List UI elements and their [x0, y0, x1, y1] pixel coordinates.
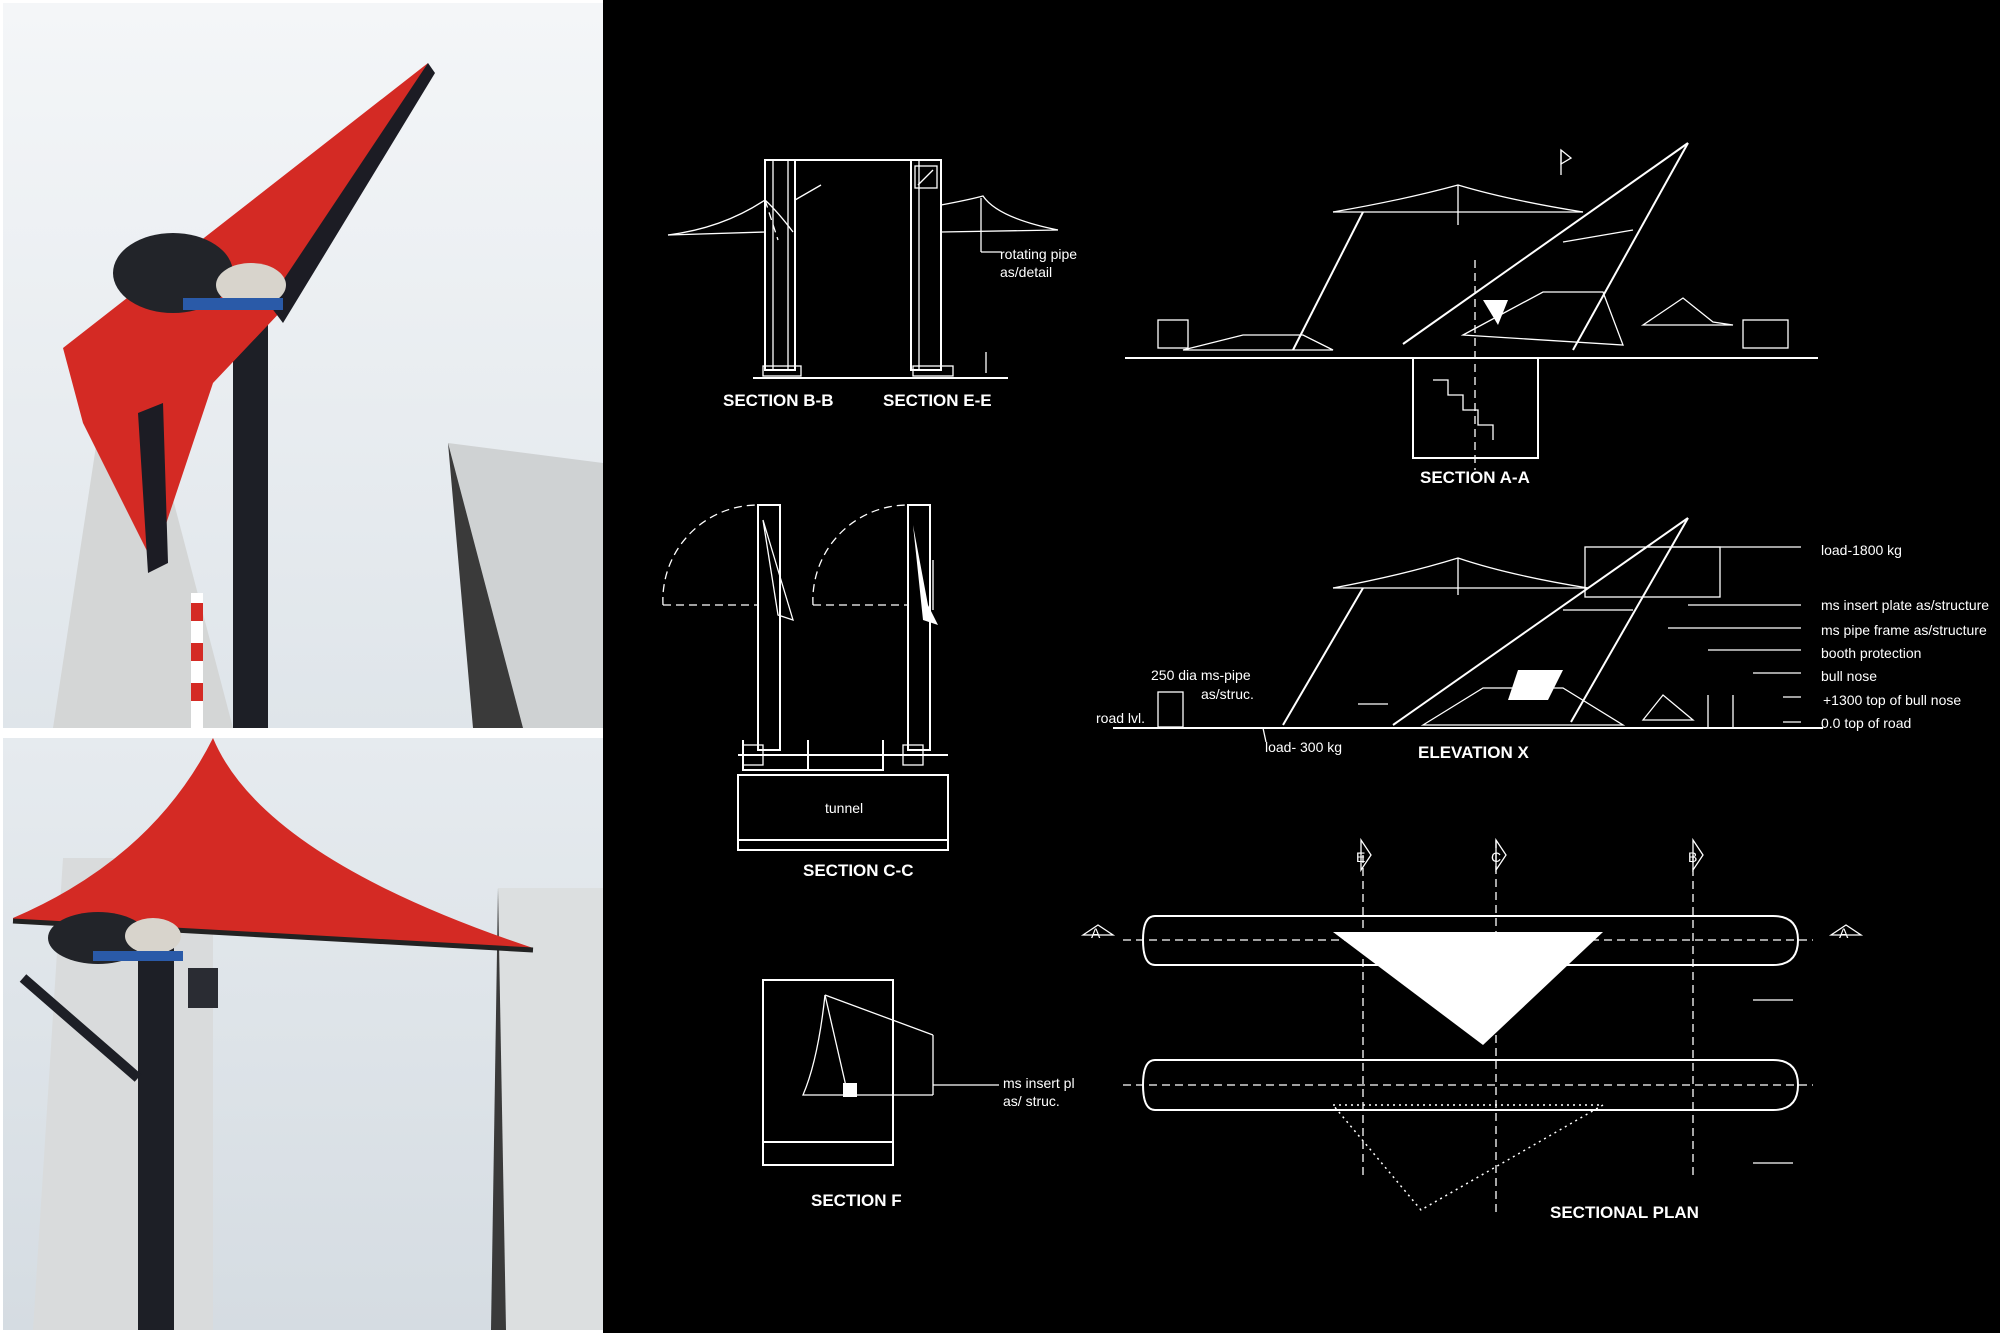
marker-e: E	[1356, 849, 1365, 865]
canopy-dark-edge	[268, 63, 435, 323]
section-bb-ee-drawing: SECTION B-B SECTION E-E rotating pipe as…	[667, 159, 1077, 410]
section-bb-title: SECTION B-B	[723, 391, 834, 410]
rotating-pipe-note: rotating pipe	[1000, 246, 1077, 262]
bracket-box	[188, 968, 218, 1008]
concrete-wall-right	[448, 443, 603, 728]
label-road-lvl: road lvl.	[1096, 710, 1145, 726]
label-ms-insert-2: as/ struc.	[1003, 1093, 1060, 1109]
rotating-pipe-note-2: as/detail	[1000, 264, 1052, 280]
section-f-title: SECTION F	[811, 1191, 902, 1210]
person-on-ledge	[48, 912, 183, 964]
tunnel-label: tunnel	[825, 800, 863, 816]
label-load-bottom: load- 300 kg	[1265, 739, 1342, 755]
section-cc-title: SECTION C-C	[803, 861, 914, 880]
marker-a-left: A	[1091, 925, 1101, 941]
concrete-wall-right	[493, 888, 603, 1330]
label-insert-plate: ms insert plate as/structure	[1821, 597, 1989, 613]
section-aa-title: SECTION A-A	[1420, 468, 1530, 487]
label-booth-protection: booth protection	[1821, 645, 1921, 661]
section-ee-title: SECTION E-E	[883, 391, 992, 410]
brace	[19, 974, 142, 1082]
label-top-bull-nose: +1300 top of bull nose	[1823, 692, 1961, 708]
sectional-plan-title: SECTIONAL PLAN	[1550, 1203, 1699, 1222]
sectional-plan-drawing: A A E C B SECTIONAL PLAN	[1080, 837, 1864, 1222]
label-pipe: 250 dia ms-pipe	[1151, 667, 1251, 683]
elevation-x-title: ELEVATION X	[1418, 743, 1529, 762]
striped-post	[191, 593, 203, 728]
photo-canopy-side-view	[3, 3, 603, 728]
label-load-top: load-1800 kg	[1821, 542, 1902, 558]
wall-shadow	[448, 443, 523, 728]
marker-c: C	[1491, 849, 1501, 865]
steel-pole	[233, 303, 268, 728]
wall-shadow	[491, 888, 506, 1330]
red-canopy	[13, 738, 533, 948]
label-top-road: 0.0 top of road	[1821, 715, 1911, 731]
label-bull-nose: bull nose	[1821, 668, 1877, 684]
technical-drawings-panel: SECTION B-B SECTION E-E rotating pipe as…	[603, 0, 2000, 1333]
section-f-drawing: ms insert pl as/ struc. SECTION F	[762, 979, 1075, 1210]
concrete-wall-left	[53, 423, 233, 728]
label-ms-insert: ms insert pl	[1003, 1075, 1075, 1091]
label-pipe-frame: ms pipe frame as/structure	[1821, 622, 1987, 638]
canopy-frame	[138, 403, 168, 573]
marker-b: B	[1688, 849, 1697, 865]
steel-pole	[138, 928, 174, 1330]
section-aa-drawing: SECTION A-A	[1125, 142, 1818, 487]
marker-a-right: A	[1839, 925, 1849, 941]
photo-canopy-front-view	[3, 738, 603, 1330]
label-pipe-2: as/struc.	[1201, 686, 1254, 702]
elevation-x-drawing: load-1800 kg ms insert plate as/structur…	[1096, 517, 1989, 762]
person-on-ledge	[113, 233, 286, 313]
section-cc-drawing: tunnel SECTION C-C	[662, 504, 949, 880]
